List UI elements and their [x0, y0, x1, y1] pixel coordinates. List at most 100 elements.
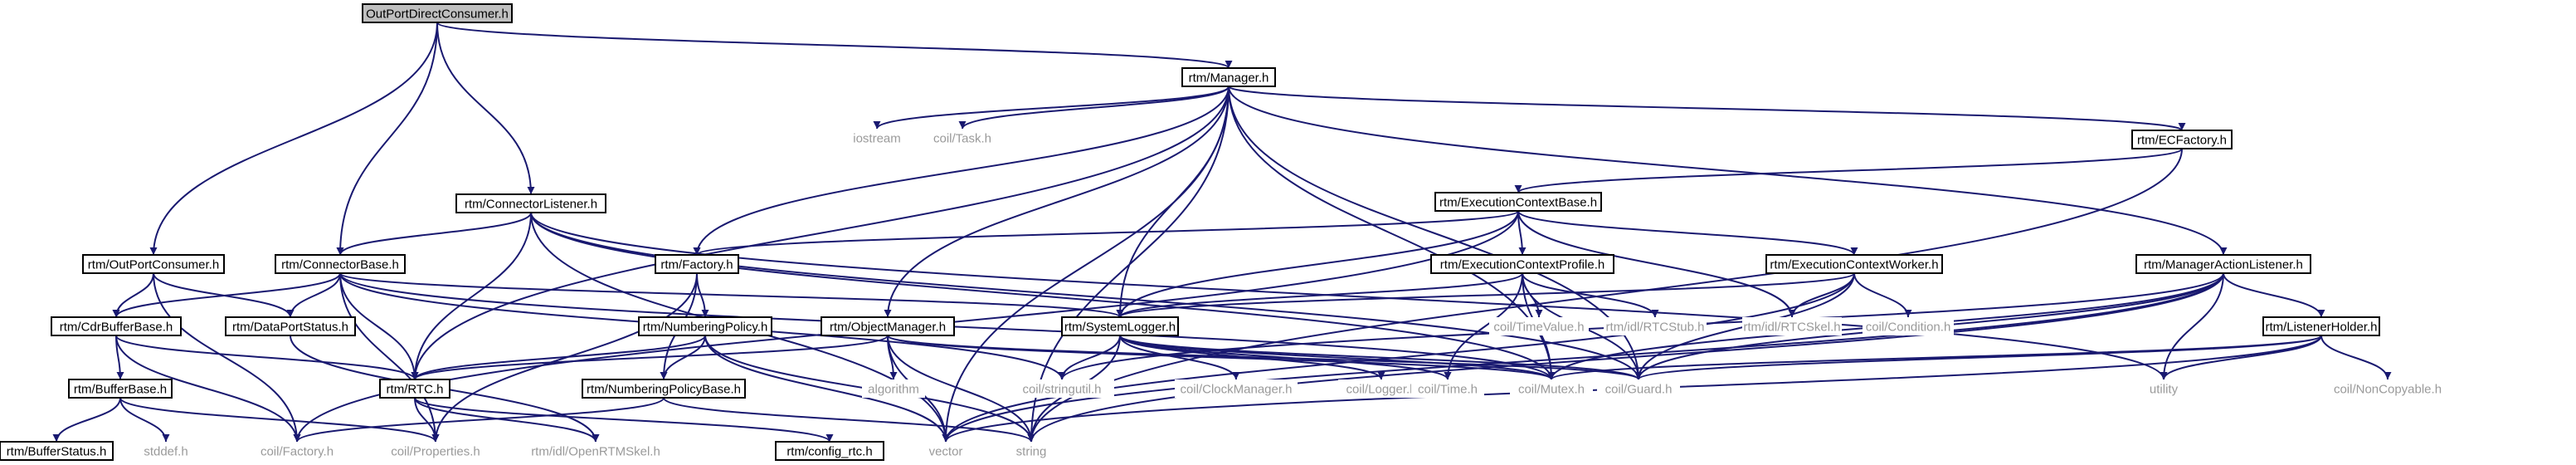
- node-box: [1175, 379, 1298, 398]
- node-label: rtm/ListenerHolder.h: [2265, 321, 2377, 335]
- node-ecfactory[interactable]: rtm/ECFactory.h: [2131, 130, 2233, 149]
- node-box: [134, 442, 197, 460]
- node-box: [848, 129, 906, 147]
- node-label: coil/ClockManager.h: [1180, 383, 1292, 397]
- node-box: [275, 254, 406, 274]
- edge-manager-to-vector: [942, 86, 1230, 443]
- edge-objectmanager-to-rtc: [411, 335, 889, 380]
- node-string: string: [1006, 442, 1056, 460]
- node-rtcstub: rtm/idl/RTCStub.h: [1604, 317, 1707, 335]
- node-cdrbufferbase[interactable]: rtm/CdrBufferBase.h: [51, 316, 182, 336]
- node-box: [862, 379, 925, 398]
- node-numberingpolicy[interactable]: rtm/NumberingPolicy.h: [638, 316, 772, 336]
- edge-objectmanager-to-mutex: [887, 335, 1556, 380]
- edge-ecbase-to-systemlogger: [1116, 210, 1519, 318]
- edge-listenerholder-to-guard: [1634, 335, 2322, 380]
- node-guard: coil/Guard.h: [1597, 379, 1680, 398]
- edge-systemlogger-to-clockmanager: [1119, 335, 1240, 380]
- node-rtc[interactable]: rtm/RTC.h: [379, 379, 450, 399]
- edge-manager-to-malistener: [1228, 86, 2228, 256]
- node-box: [655, 254, 739, 274]
- node-manager[interactable]: rtm/Manager.h: [1181, 67, 1276, 87]
- edge-cdrbufferbase-to-coilfactory: [115, 335, 301, 443]
- node-label: coil/Condition.h: [1866, 321, 1951, 335]
- node-label: rtm/ManagerActionListener.h: [2144, 258, 2303, 272]
- node-box: [2331, 379, 2444, 398]
- node-logger: coil/Logger.h: [1338, 379, 1424, 398]
- node-box: [775, 441, 884, 461]
- edge-root-to-connlistener: [436, 22, 535, 195]
- edge-bufferbase-to-bufferstatus: [52, 397, 121, 443]
- node-properties: coil/Properties.h: [386, 442, 485, 460]
- node-label: algorithm: [868, 383, 919, 397]
- edge-numberingpolicy-to-npbase: [660, 335, 706, 380]
- edge-malistener-to-vector: [942, 272, 2224, 443]
- node-layer: OutPortDirectConsumer.hrtm/Manager.hiost…: [0, 3, 2444, 461]
- node-label: coil/stringutil.h: [1022, 383, 1101, 397]
- node-ecbase[interactable]: rtm/ExecutionContextBase.h: [1434, 192, 1602, 212]
- node-bufferbase[interactable]: rtm/BufferBase.h: [68, 379, 173, 399]
- edge-ecfactory-to-string: [1027, 148, 2183, 443]
- node-ecworker[interactable]: rtm/ExecutionContextWorker.h: [1765, 254, 1943, 274]
- node-box: [1863, 317, 1954, 335]
- node-box: [1765, 254, 1943, 274]
- node-box: [362, 3, 513, 23]
- edge-connectorbase-to-cdrbufferbase: [112, 272, 341, 318]
- node-label: rtm/idl/RTCStub.h: [1606, 321, 1705, 335]
- edge-cdrbufferbase-to-rtc: [115, 335, 419, 380]
- edge-ecbase-to-factory: [693, 210, 1519, 256]
- edge-root-to-manager: [436, 22, 1233, 69]
- node-label: coil/Properties.h: [391, 445, 480, 459]
- edge-outportconsumer-to-cdrbufferbase: [112, 272, 154, 318]
- node-outportconsumer[interactable]: rtm/OutPortConsumer.h: [82, 254, 225, 274]
- edge-layer: [52, 22, 2392, 443]
- node-label: rtm/ExecutionContextWorker.h: [1770, 258, 1938, 272]
- node-ecprofile[interactable]: rtm/ExecutionContextProfile.h: [1430, 254, 1614, 274]
- node-root[interactable]: OutPortDirectConsumer.h: [362, 3, 513, 23]
- node-label: rtm/DataPortStatus.h: [232, 321, 348, 335]
- node-connlistener[interactable]: rtm/ConnectorListener.h: [455, 193, 606, 213]
- node-malistener[interactable]: rtm/ManagerActionListener.h: [2135, 254, 2311, 274]
- edge-connectorbase-to-systemlogger: [339, 272, 1124, 318]
- node-configrtc[interactable]: rtm/config_rtc.h: [775, 441, 884, 461]
- node-label: rtm/NumberingPolicyBase.h: [587, 383, 741, 397]
- node-box: [386, 442, 485, 460]
- node-factory[interactable]: rtm/Factory.h: [655, 254, 739, 274]
- edge-connlistener-to-utility: [530, 212, 2168, 380]
- node-box: [51, 316, 182, 336]
- node-box: [821, 316, 955, 336]
- edge-npbase-to-coilfactory: [293, 397, 665, 443]
- node-label: rtm/CdrBufferBase.h: [60, 321, 173, 335]
- node-label: coil/TimeValue.h: [1493, 321, 1584, 335]
- node-label: coil/Logger.h: [1346, 383, 1416, 397]
- node-listenerholder[interactable]: rtm/ListenerHolder.h: [2262, 316, 2380, 336]
- node-box: [455, 193, 606, 213]
- node-label: coil/NonCopyable.h: [2334, 383, 2442, 397]
- node-label: rtm/SystemLogger.h: [1064, 321, 1176, 335]
- edge-bufferbase-to-properties: [119, 397, 440, 443]
- node-npbase[interactable]: rtm/NumberingPolicyBase.h: [582, 379, 746, 399]
- node-dataportstatus[interactable]: rtm/DataPortStatus.h: [225, 316, 356, 336]
- edge-root-to-connectorbase: [336, 22, 438, 256]
- node-label: coil/Time.h: [1418, 383, 1478, 397]
- node-systemlogger[interactable]: rtm/SystemLogger.h: [1061, 316, 1179, 336]
- node-box: [1742, 317, 1842, 335]
- node-label: string: [1016, 445, 1047, 459]
- node-box: [1411, 379, 1484, 398]
- node-box: [582, 379, 746, 399]
- node-box: [1489, 317, 1589, 335]
- node-rtcskel: rtm/idl/RTCSkel.h: [1742, 317, 1842, 335]
- node-label: rtm/ExecutionContextProfile.h: [1440, 258, 1605, 272]
- node-box: [82, 254, 225, 274]
- node-bufferstatus[interactable]: rtm/BufferStatus.h: [0, 441, 114, 461]
- node-box: [251, 442, 343, 460]
- node-objectmanager[interactable]: rtm/ObjectManager.h: [821, 316, 955, 336]
- node-label: utility: [2150, 383, 2179, 397]
- edge-connlistener-to-connectorbase: [336, 212, 532, 256]
- node-connectorbase[interactable]: rtm/ConnectorBase.h: [275, 254, 406, 274]
- node-label: coil/Factory.h: [261, 445, 334, 459]
- edge-manager-to-string: [1027, 86, 1230, 443]
- edge-malistener-to-listenerholder: [2223, 272, 2325, 318]
- edge-ecprofile-to-rtcstub: [1522, 272, 1659, 318]
